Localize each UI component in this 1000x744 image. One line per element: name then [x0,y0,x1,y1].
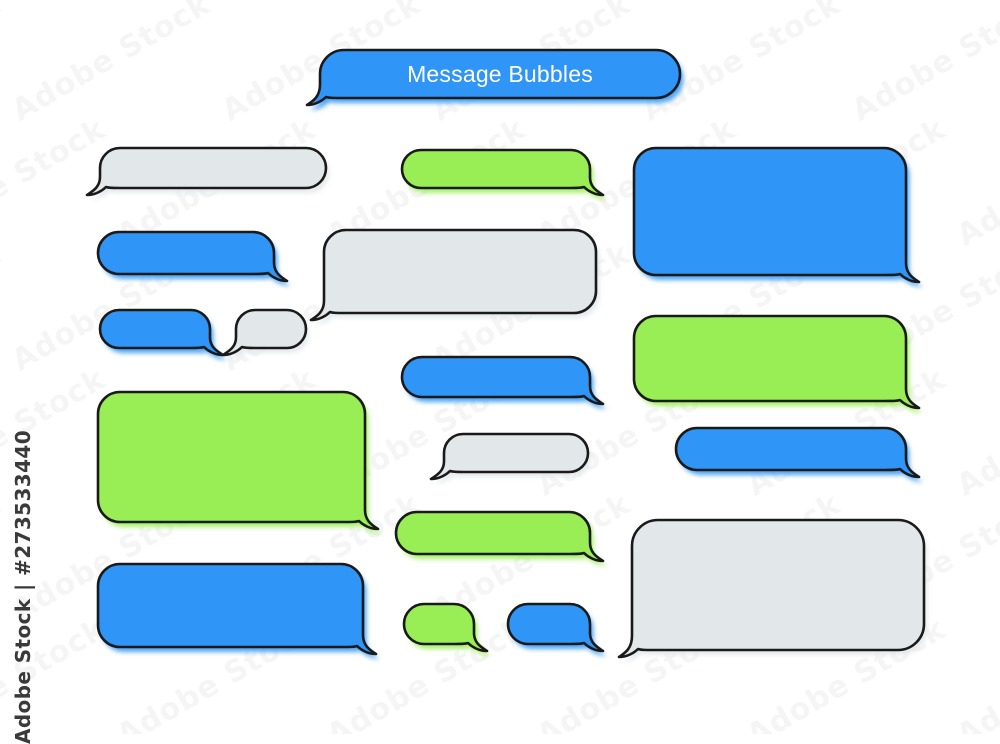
blue-large-right-tail-shape [632,146,923,287]
green-xlarge-right-tail-body [96,390,380,531]
stock-watermark-text: Adobe Stock | #273533440 [11,429,35,744]
gray-tiny-left-tail-body [221,308,308,357]
watermark-tile: Adobe Stock [951,112,1000,254]
green-tiny-right-tail[interactable] [384,596,498,670]
green-tiny-right-tail-shape [402,602,491,656]
blue-medium-right-tail-2-body [400,355,605,406]
blue-small-right-tail-shape [98,308,227,360]
watermark-tile: Adobe Stock [951,0,1000,3]
watermark-tile: Adobe Stock [0,0,7,128]
gray-small-left-tail-shape [429,432,592,484]
gray-wide-short-left-tail-shape [85,146,330,200]
blue-xlarge-right-tail[interactable] [78,556,387,673]
blue-tiny-right-tail-body [506,602,605,653]
blue-medium-right-tail-body [96,230,289,283]
blue-xlarge-right-tail-body [96,562,378,656]
title-bubble[interactable]: Message Bubbles [298,42,702,124]
blue-medium-right-tail-shape [96,230,291,286]
green-xlarge-right-tail-shape [96,390,382,534]
blue-large-right-tail[interactable] [614,140,930,301]
gray-tiny-left-tail-shape [221,308,310,360]
blue-small-right-tail-body [98,308,225,357]
gray-wide-short-left-tail[interactable] [80,140,350,214]
blue-wide-right-tail[interactable] [656,420,930,496]
gray-xlarge-left-tail[interactable] [612,512,948,676]
gray-large-left-tail-body [309,228,598,322]
watermark-tile: Adobe Stock [846,0,1000,129]
watermark-tile: Adobe Stock [951,612,1000,734]
blue-medium-right-tail[interactable] [78,224,298,300]
gray-small-left-tail-body [429,432,590,481]
gray-tiny-left-tail[interactable] [216,302,330,374]
blue-wide-right-tail-body [674,426,921,479]
watermark-tile: Adobe Stock [0,236,7,379]
watermark-tile: Adobe Stock [111,0,322,3]
blue-medium-right-tail-2-shape [400,355,607,409]
green-large-right-tail[interactable] [614,308,930,427]
green-large-right-tail-body [632,314,921,410]
green-wide-short-right-tail-shape [400,148,607,200]
watermark-tile: Adobe Stock [531,0,742,3]
green-large-right-tail-shape [632,314,923,413]
gray-xlarge-left-tail-shape [617,518,928,662]
gray-small-left-tail[interactable] [424,426,612,498]
gray-large-left-tail[interactable] [304,222,620,339]
gray-large-left-tail-shape [309,228,600,325]
green-medium-right-tail-shape [394,510,607,566]
watermark-tile: Adobe Stock [741,0,952,3]
blue-xlarge-right-tail-shape [96,562,380,659]
blue-medium-right-tail-2[interactable] [382,349,614,423]
title-bubble-body [305,48,682,107]
green-wide-short-right-tail-body [400,148,605,197]
blue-small-right-tail[interactable] [80,302,234,374]
watermark-tile: Adobe Stock [321,0,532,3]
gray-wide-short-left-tail-body [85,146,328,197]
gray-xlarge-left-tail-body [617,518,926,659]
green-tiny-right-tail-body [402,602,489,653]
green-xlarge-right-tail[interactable] [78,384,389,548]
title-bubble-shape [305,48,684,110]
blue-wide-right-tail-shape [674,426,923,482]
watermark-tile: Adobe Stock [6,0,217,129]
green-medium-right-tail-body [394,510,605,563]
watermark-tile: Adobe Stock [951,362,1000,504]
green-wide-short-right-tail[interactable] [382,142,614,214]
blue-tiny-right-tail-shape [506,602,607,656]
blue-tiny-right-tail[interactable] [488,596,614,670]
watermark-tile: Adobe Stock [0,0,112,3]
blue-large-right-tail-body [632,146,921,284]
green-medium-right-tail[interactable] [376,504,614,580]
stock-watermark: Adobe Stock | #273533440 [4,430,42,744]
